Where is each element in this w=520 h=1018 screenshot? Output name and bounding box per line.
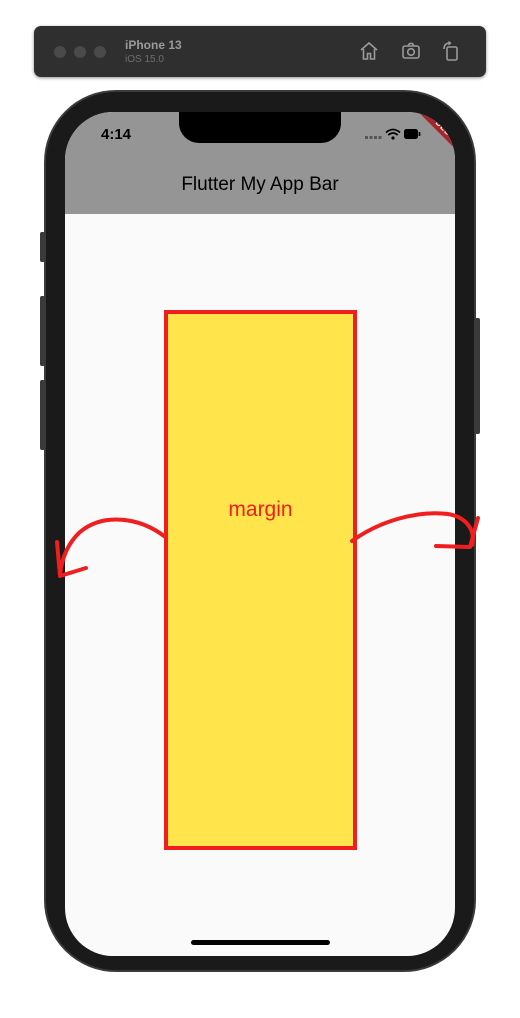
app-screen: 4:14 Flutter My App bbox=[65, 112, 455, 956]
status-time: 4:14 bbox=[101, 126, 132, 143]
status-icons bbox=[365, 127, 421, 141]
volume-down-button bbox=[40, 380, 45, 450]
home-icon[interactable] bbox=[358, 40, 380, 62]
minimize-window-dot[interactable] bbox=[74, 46, 86, 58]
margin-label: margin bbox=[228, 498, 293, 521]
power-button bbox=[475, 318, 480, 434]
zoom-window-dot[interactable] bbox=[94, 46, 106, 58]
volume-up-button bbox=[40, 296, 45, 366]
debug-banner-label: DEBUG bbox=[411, 112, 455, 169]
app-bar-title: Flutter My App Bar bbox=[181, 174, 339, 195]
mute-switch bbox=[40, 232, 45, 262]
os-version: iOS 15.0 bbox=[125, 54, 164, 65]
signal-icon bbox=[365, 136, 382, 139]
app-bar: 4:14 Flutter My App bbox=[65, 112, 455, 214]
screenshot-icon[interactable] bbox=[400, 40, 422, 62]
simulator-toolbar: iPhone 13 iOS 15.0 bbox=[34, 26, 486, 77]
device-name: iPhone 13 bbox=[125, 38, 182, 52]
home-indicator[interactable] bbox=[191, 940, 330, 945]
yellow-container: margin bbox=[164, 310, 357, 850]
wifi-icon bbox=[385, 128, 401, 140]
debug-banner: DEBUG bbox=[395, 112, 455, 172]
battery-icon bbox=[404, 129, 421, 139]
rotate-icon[interactable] bbox=[440, 40, 462, 62]
close-window-dot[interactable] bbox=[54, 46, 66, 58]
device-notch bbox=[179, 112, 341, 143]
